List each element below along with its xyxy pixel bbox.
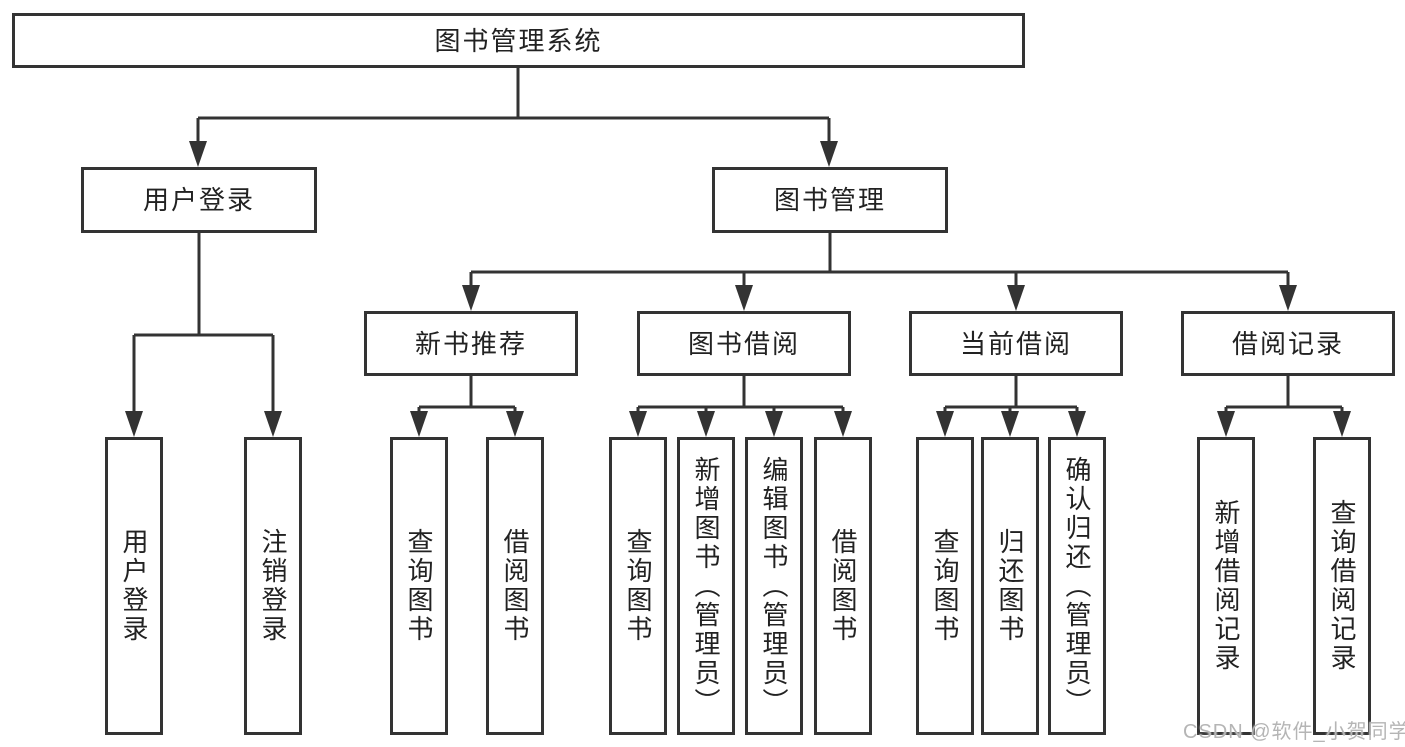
node-leaf-query-books-current: 查询图书	[916, 437, 974, 735]
node-leaf-query-borrow-record: 查询借阅记录	[1313, 437, 1371, 735]
node-library-management-system: 图书管理系统	[12, 13, 1025, 68]
node-leaf-borrow-books: 借阅图书	[814, 437, 872, 735]
node-leaf-add-borrow-record: 新增借阅记录	[1197, 437, 1255, 735]
node-user-login: 用户登录	[81, 167, 317, 233]
node-borrow-records: 借阅记录	[1181, 311, 1395, 376]
csdn-watermark: CSDN @软件_小贺同学	[1183, 721, 1405, 743]
node-leaf-borrow-books-recommend: 借阅图书	[486, 437, 544, 735]
node-leaf-user-login: 用户登录	[105, 437, 163, 735]
node-leaf-add-books-admin: 新增图书（管理员）	[677, 437, 735, 735]
node-leaf-confirm-return-admin: 确认归还（管理员）	[1048, 437, 1106, 735]
node-new-book-recommend: 新书推荐	[364, 311, 578, 376]
node-leaf-return-books: 归还图书	[981, 437, 1039, 735]
node-leaf-query-books-borrow: 查询图书	[609, 437, 667, 735]
node-leaf-logout: 注销登录	[244, 437, 302, 735]
node-current-borrow: 当前借阅	[909, 311, 1123, 376]
node-leaf-query-books-recommend: 查询图书	[390, 437, 448, 735]
node-leaf-edit-books-admin: 编辑图书（管理员）	[745, 437, 803, 735]
arrowheads	[125, 141, 1351, 437]
node-book-borrow: 图书借阅	[637, 311, 851, 376]
node-book-management: 图书管理	[712, 167, 948, 233]
